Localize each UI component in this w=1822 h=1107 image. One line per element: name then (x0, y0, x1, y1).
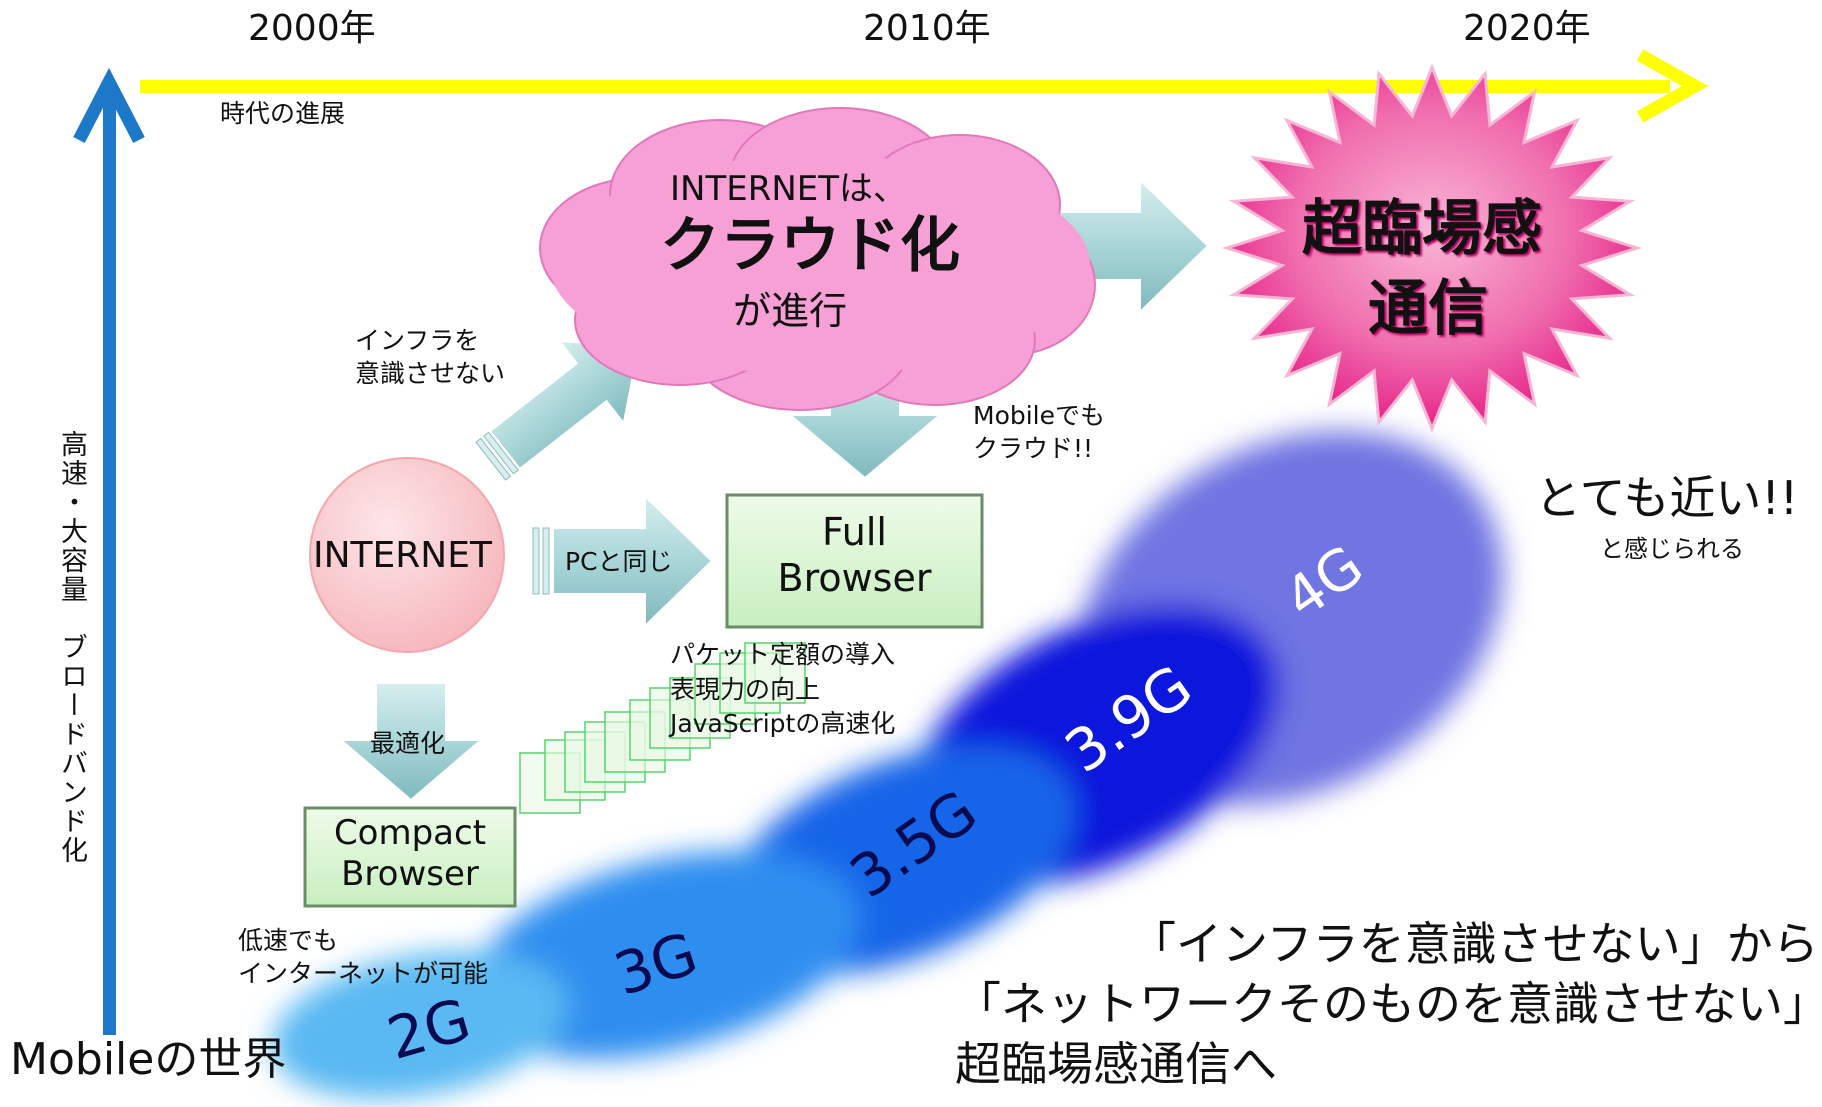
band-2g (271, 951, 569, 1099)
conclusion-line3: 超臨場感通信へ (955, 1037, 1277, 1091)
internet-circle-shape (309, 457, 505, 653)
note-infra-line2: 意識させない (355, 358, 506, 388)
progress-stairs (519, 642, 806, 814)
burst-shape (1221, 63, 1643, 433)
full-browser-line2: Browser (777, 555, 932, 600)
full-browser-box (725, 493, 984, 629)
note-mobile-cloud-line2: クラウド!! (973, 433, 1094, 463)
timeline-arrow-shaft (140, 80, 1670, 93)
note-packet: パケット定額の導入 表現力の向上 JavaScriptの高速化 (670, 638, 895, 742)
base-label: Mobileの世界 (10, 1034, 287, 1085)
timeline-arrow-head (1636, 49, 1709, 123)
arrow-label-pc-same: PCと同じ (565, 547, 673, 576)
arrow-pc-same (532, 493, 714, 629)
note-near-main: とても近い!! (1535, 471, 1799, 525)
conclusion-line2: 「ネットワークそのものを意識させない」 (955, 977, 1822, 1031)
vertical-axis-shaft (103, 90, 116, 1035)
compact-browser-label: Compact Browser (305, 813, 515, 895)
burst-line1: 超臨場感 (1302, 194, 1542, 264)
year-2010: 2010年 (863, 8, 991, 49)
compact-browser-box (303, 806, 517, 908)
note-mobile-cloud: Mobileでも クラウド!! (973, 400, 1105, 465)
arrow-to-cloud (475, 340, 641, 481)
arrow-label-optimize: 最適化 (370, 729, 446, 758)
internet-circle-label: INTERNET (313, 535, 492, 576)
year-2000: 2000年 (248, 8, 376, 49)
cloud-line1: INTERNETは、 (670, 169, 908, 209)
note-infra-line1: インフラを (355, 326, 480, 355)
note-infra: インフラを 意識させない (355, 325, 505, 390)
note-packet-line1: パケット定額の導入 (670, 640, 896, 669)
cloud-line2: クラウド化 (660, 211, 960, 281)
conclusion-line1: 「インフラを意識させない」から (1130, 917, 1819, 971)
compact-browser-line2: Browser (341, 853, 479, 894)
year-2020: 2020年 (1463, 8, 1591, 49)
note-near-sub: と感じられる (1600, 535, 1744, 563)
arrow-optimize (338, 682, 484, 802)
vertical-axis-label: 高速・大容量 ブロードバンド化 (56, 430, 87, 865)
full-browser-label: Full Browser (727, 510, 982, 601)
full-browser-line1: Full (822, 510, 887, 554)
note-packet-line3: JavaScriptの高速化 (670, 709, 896, 738)
compact-browser-line1: Compact (333, 813, 487, 853)
note-lowspeed-line1: 低速でも (238, 926, 339, 955)
cloud-line3: が進行 (733, 289, 848, 333)
note-packet-line2: 表現力の向上 (670, 674, 821, 704)
note-lowspeed: 低速でも インターネットが可能 (238, 925, 488, 990)
burst-line2: 通信 (1368, 274, 1488, 344)
generation-bands (271, 431, 1503, 1099)
note-lowspeed-line2: インターネットが可能 (238, 958, 489, 988)
vertical-axis-head (73, 67, 145, 143)
timeline-label: 時代の進展 (220, 99, 346, 128)
note-mobile-cloud-line1: Mobileでも (973, 401, 1106, 430)
